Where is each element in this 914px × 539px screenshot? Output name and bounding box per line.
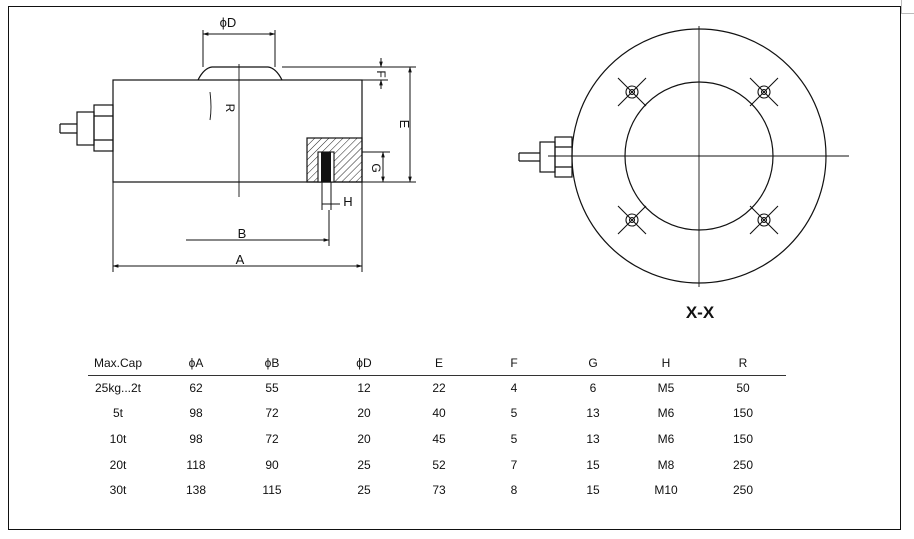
- bolt-hole-bottom-left: [617, 205, 647, 235]
- section-cable-gland-body: [539, 141, 556, 173]
- section-cable-gland-nut: [554, 136, 573, 178]
- load-button: [197, 66, 283, 81]
- radius-curve: [209, 91, 212, 121]
- dimension-lines: [112, 30, 416, 272]
- bolt-hole-bottom-right: [749, 205, 779, 235]
- label-g: G: [369, 163, 383, 172]
- label-a: A: [236, 252, 245, 267]
- drawing-frame: [8, 6, 901, 530]
- cable-gland-body: [76, 111, 95, 146]
- side-view: [59, 64, 363, 197]
- label-e: E: [397, 120, 412, 129]
- label-r: R: [223, 104, 237, 113]
- label-b: B: [238, 226, 247, 241]
- mounting-hole-section: [306, 137, 363, 210]
- bolt-holes: [617, 77, 779, 235]
- bolt-hole-top-right: [749, 77, 779, 107]
- section-view: [518, 26, 849, 287]
- section-label: X-X: [686, 303, 715, 322]
- label-phi-d: ϕD: [220, 15, 237, 30]
- label-f: F: [374, 70, 388, 77]
- label-h: H: [343, 194, 352, 209]
- frame-corner-mark: [901, 0, 914, 14]
- bolt-hole-top-left: [617, 77, 647, 107]
- cable-gland-nut: [93, 104, 114, 152]
